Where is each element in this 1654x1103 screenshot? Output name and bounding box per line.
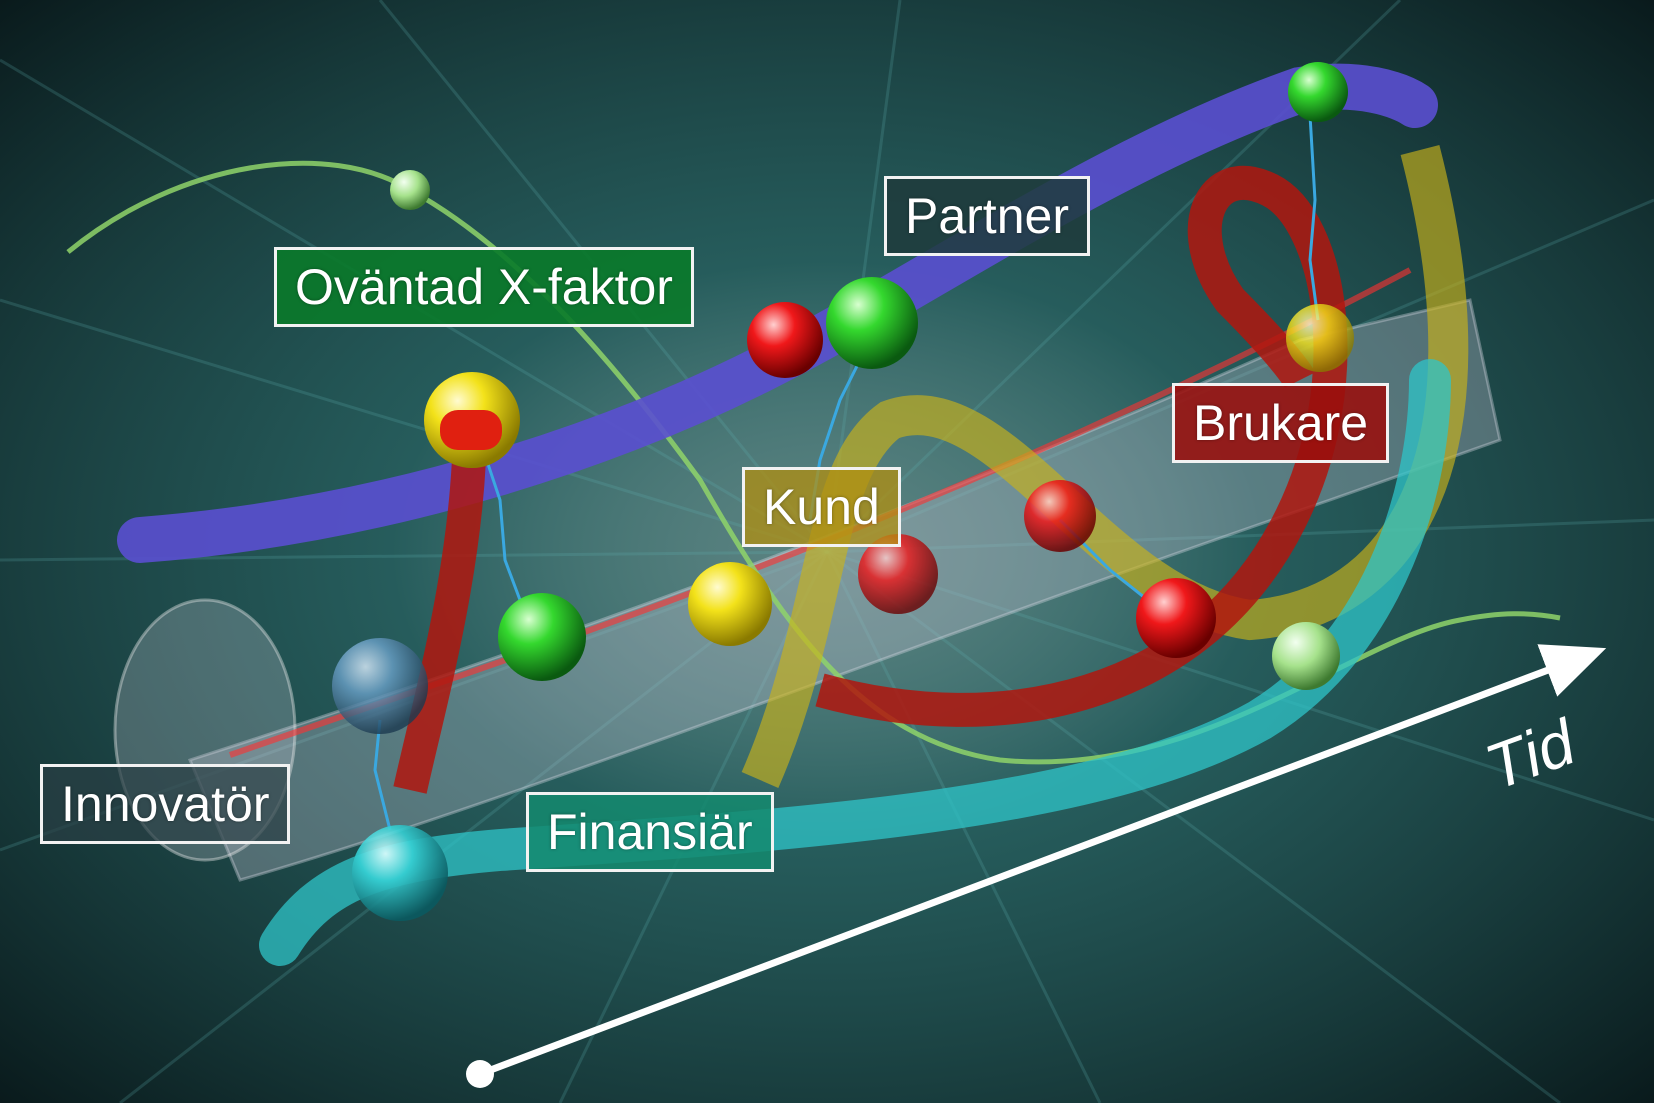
brukare-node bbox=[1136, 578, 1216, 658]
red-node-mid bbox=[858, 534, 938, 614]
partner-node-top bbox=[1288, 62, 1348, 122]
innovator-node bbox=[332, 638, 428, 734]
brukare-tube bbox=[393, 166, 1348, 794]
time-axis-origin bbox=[466, 1060, 494, 1088]
partner-node bbox=[826, 277, 918, 369]
red-tube-cap bbox=[440, 410, 502, 450]
red-node-right bbox=[1024, 480, 1096, 552]
brukare-node-top bbox=[1286, 304, 1354, 372]
label-kund: Kund bbox=[742, 467, 901, 547]
x-factor-node bbox=[390, 170, 430, 210]
label-x-factor: Oväntad X-faktor bbox=[274, 247, 694, 327]
x-factor-node-right bbox=[1272, 622, 1340, 690]
node-spheres bbox=[332, 62, 1354, 921]
label-innovator: Innovatör bbox=[40, 764, 291, 844]
x-factor-line bbox=[66, 160, 1561, 765]
label-partner: Partner bbox=[884, 176, 1090, 256]
red-node-top bbox=[747, 302, 823, 378]
kund-node-mid bbox=[688, 562, 772, 646]
green-node-mid bbox=[498, 593, 586, 681]
label-brukare: Brukare bbox=[1172, 383, 1390, 463]
finansiar-node bbox=[352, 825, 448, 921]
label-finansiar: Finansiär bbox=[526, 792, 774, 872]
time-axis-arrow bbox=[478, 644, 1607, 1078]
